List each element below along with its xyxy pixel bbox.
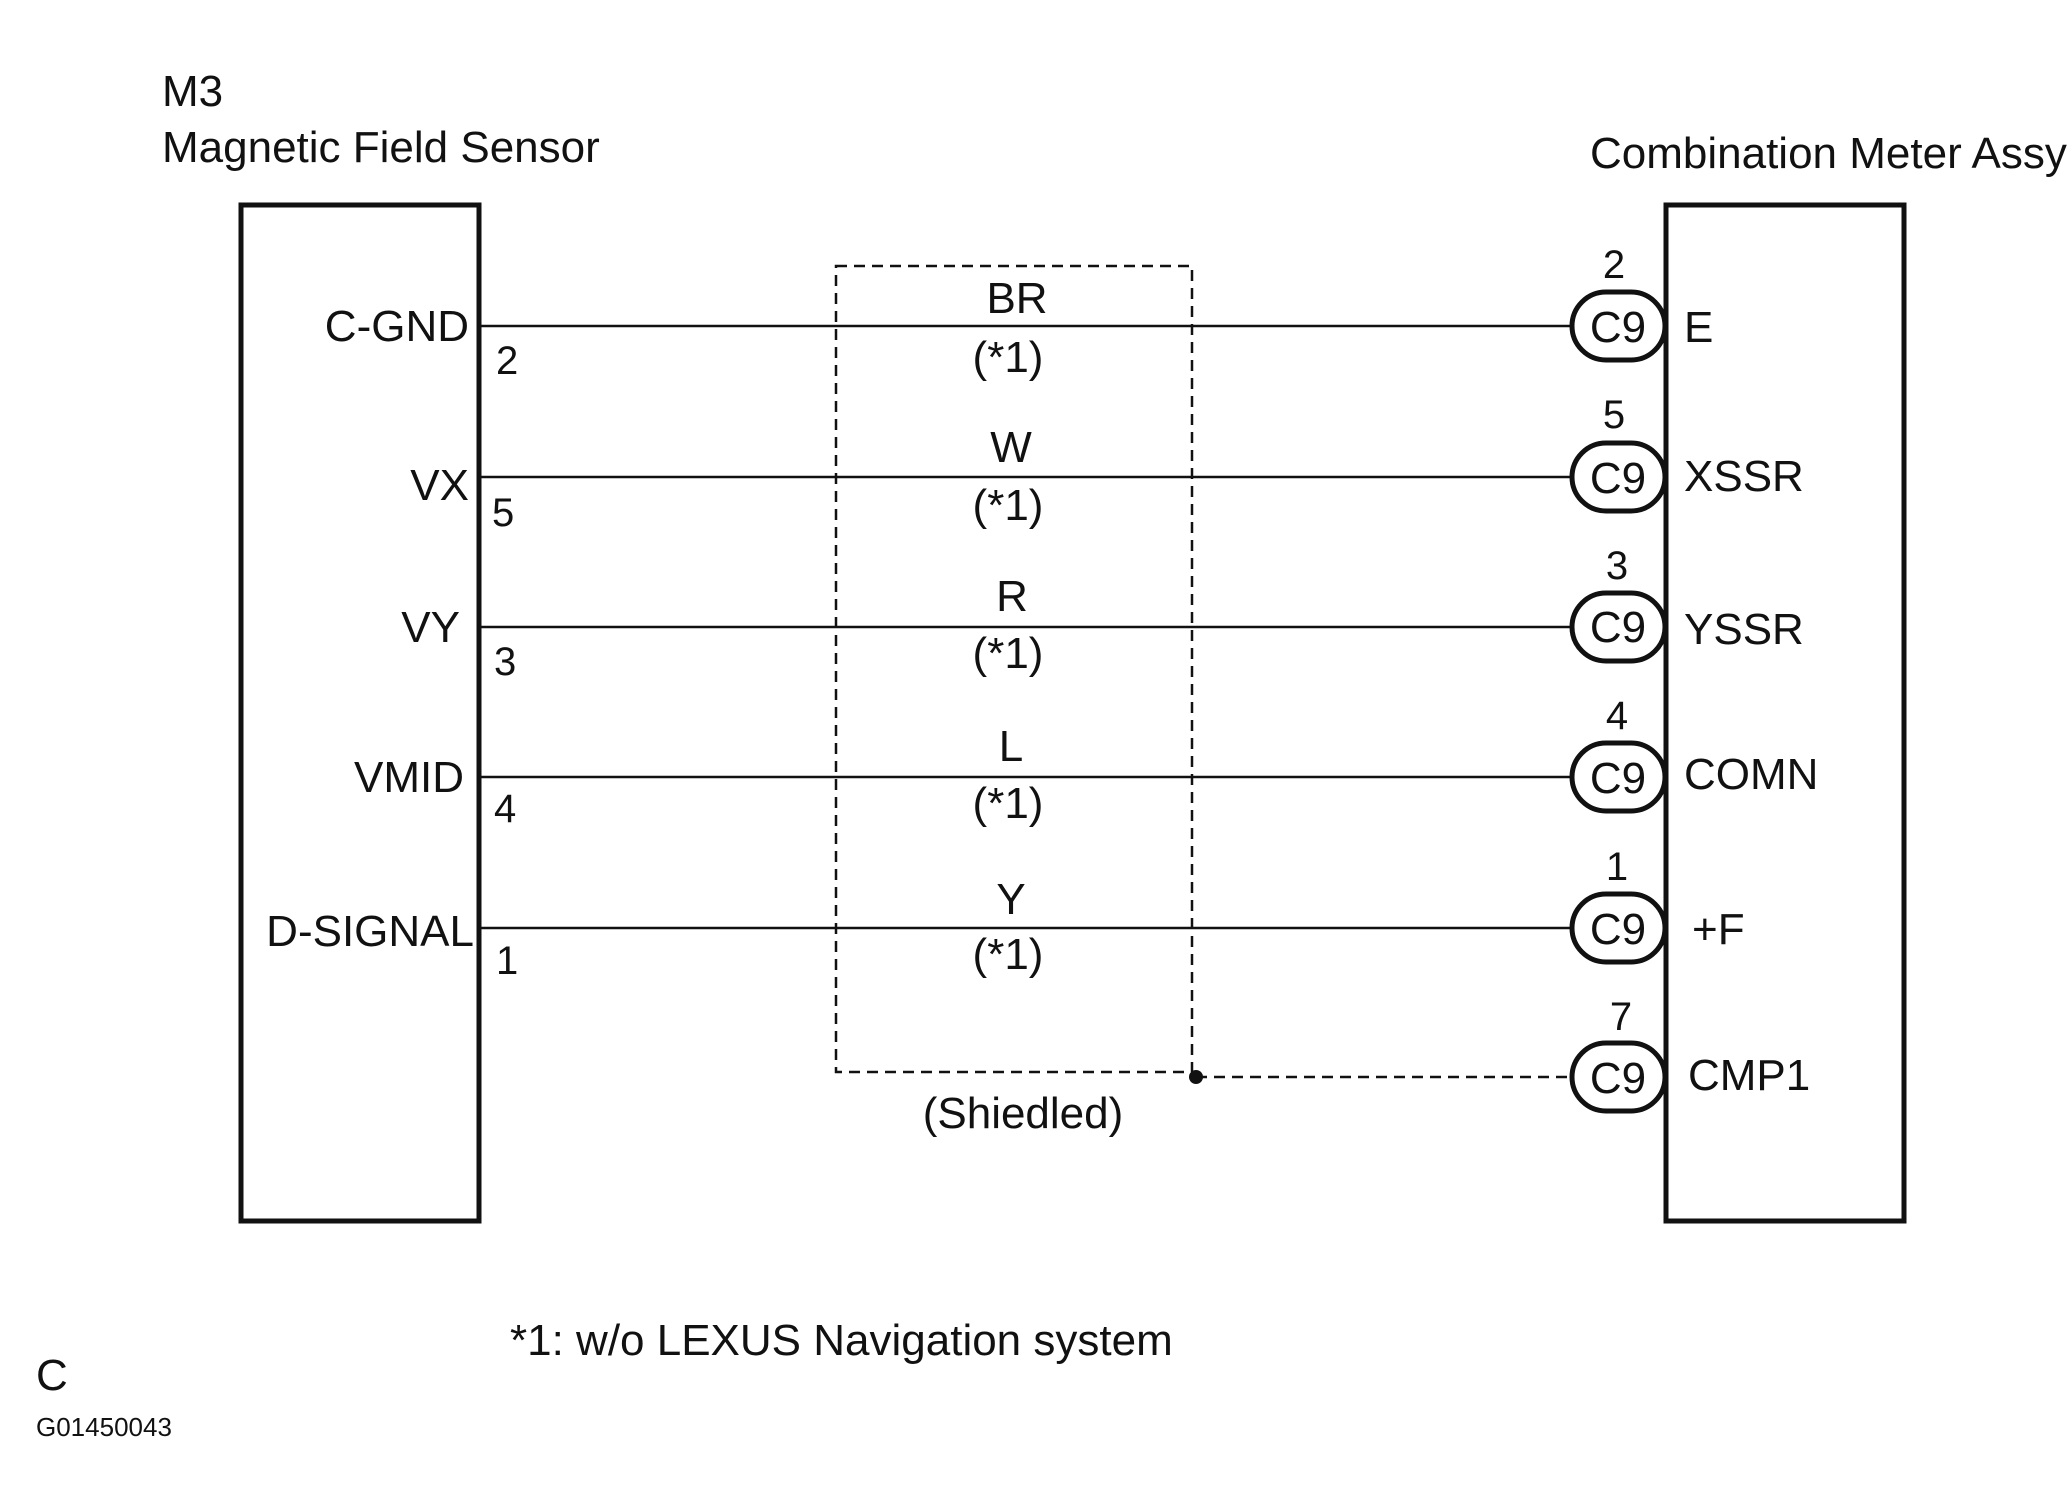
wire-note-label: (*1) [973, 930, 1044, 979]
wire-note-label: (*1) [973, 481, 1044, 530]
right-pin-number: 1 [1606, 845, 1628, 889]
wire-d-signal: D-SIGNAL 1 Y (*1) C9 1 +F [266, 845, 1744, 983]
left-pin-number: 2 [496, 339, 518, 383]
connector-c9-badge [1569, 740, 1668, 814]
combination-meter-box [1663, 202, 1907, 1224]
right-pin-number: 2 [1603, 243, 1625, 287]
left-terminal-label: VMID [354, 753, 464, 802]
left-component-code: M3 [162, 67, 223, 116]
wire-color-label: R [996, 572, 1028, 621]
figure-id: G01450043 [36, 1412, 172, 1442]
wire-note-label: (*1) [973, 779, 1044, 828]
right-pin-number: 5 [1603, 393, 1625, 437]
right-terminal-label: E [1684, 303, 1713, 352]
right-terminal-label: YSSR [1684, 605, 1804, 654]
wire-color-label: BR [986, 274, 1047, 323]
right-terminal-label: XSSR [1684, 452, 1804, 501]
wire-vy: VY 3 R (*1) C9 3 YSSR [401, 544, 1804, 684]
right-pin-number: 3 [1606, 544, 1628, 588]
wire-c-gnd: C-GND 2 BR (*1) C9 2 E [325, 243, 1714, 383]
left-terminal-label: D-SIGNAL [266, 907, 474, 956]
connector-id-label: C9 [1590, 1054, 1646, 1103]
left-component-name: Magnetic Field Sensor [162, 123, 600, 172]
left-pin-number: 5 [492, 491, 514, 535]
connector-id-label: C9 [1590, 303, 1646, 352]
right-terminal-label: COMN [1684, 750, 1818, 799]
left-pin-number: 3 [494, 640, 516, 684]
left-terminal-label: C-GND [325, 302, 469, 351]
wire-color-label: Y [996, 875, 1025, 924]
connector-c9-badge [1569, 590, 1668, 664]
connector-id-label: C9 [1590, 905, 1646, 954]
right-component-name: Combination Meter Assy [1590, 129, 2067, 178]
footnote: *1: w/o LEXUS Navigation system [510, 1316, 1173, 1365]
connector-id-label: C9 [1590, 454, 1646, 503]
wire-color-label: W [990, 423, 1032, 472]
connector-c9-badge [1569, 1040, 1668, 1114]
shield-label: (Shiedled) [923, 1089, 1124, 1138]
connector-id-label: C9 [1590, 754, 1646, 803]
connector-c9-badge [1569, 891, 1668, 965]
shield-box [834, 264, 1194, 1074]
right-terminal-label: +F [1692, 905, 1745, 954]
left-terminal-label: VX [410, 461, 469, 510]
right-pin-number: 4 [1606, 694, 1628, 738]
corner-letter: C [36, 1351, 68, 1400]
wire-note-label: (*1) [973, 629, 1044, 678]
connector-c9-badge [1569, 289, 1668, 363]
left-pin-number: 4 [494, 787, 516, 831]
connector-c9-badge [1569, 440, 1668, 514]
magnetic-field-sensor-box [238, 202, 482, 1224]
connector-id-label: C9 [1590, 603, 1646, 652]
wire-vx: VX 5 W (*1) C9 5 XSSR [410, 393, 1804, 535]
shield-splice-dot [1189, 1070, 1203, 1084]
left-terminal-label: VY [401, 603, 460, 652]
wire-color-label: L [999, 722, 1023, 771]
right-terminal-label: CMP1 [1688, 1051, 1810, 1100]
wire-vmid: VMID 4 L (*1) C9 4 COMN [354, 694, 1818, 831]
left-pin-number: 1 [496, 939, 518, 983]
wire-note-label: (*1) [973, 333, 1044, 382]
wire-shield-drain: C9 7 CMP1 (Shiedled) [923, 995, 1811, 1138]
right-pin-number: 7 [1610, 995, 1632, 1039]
